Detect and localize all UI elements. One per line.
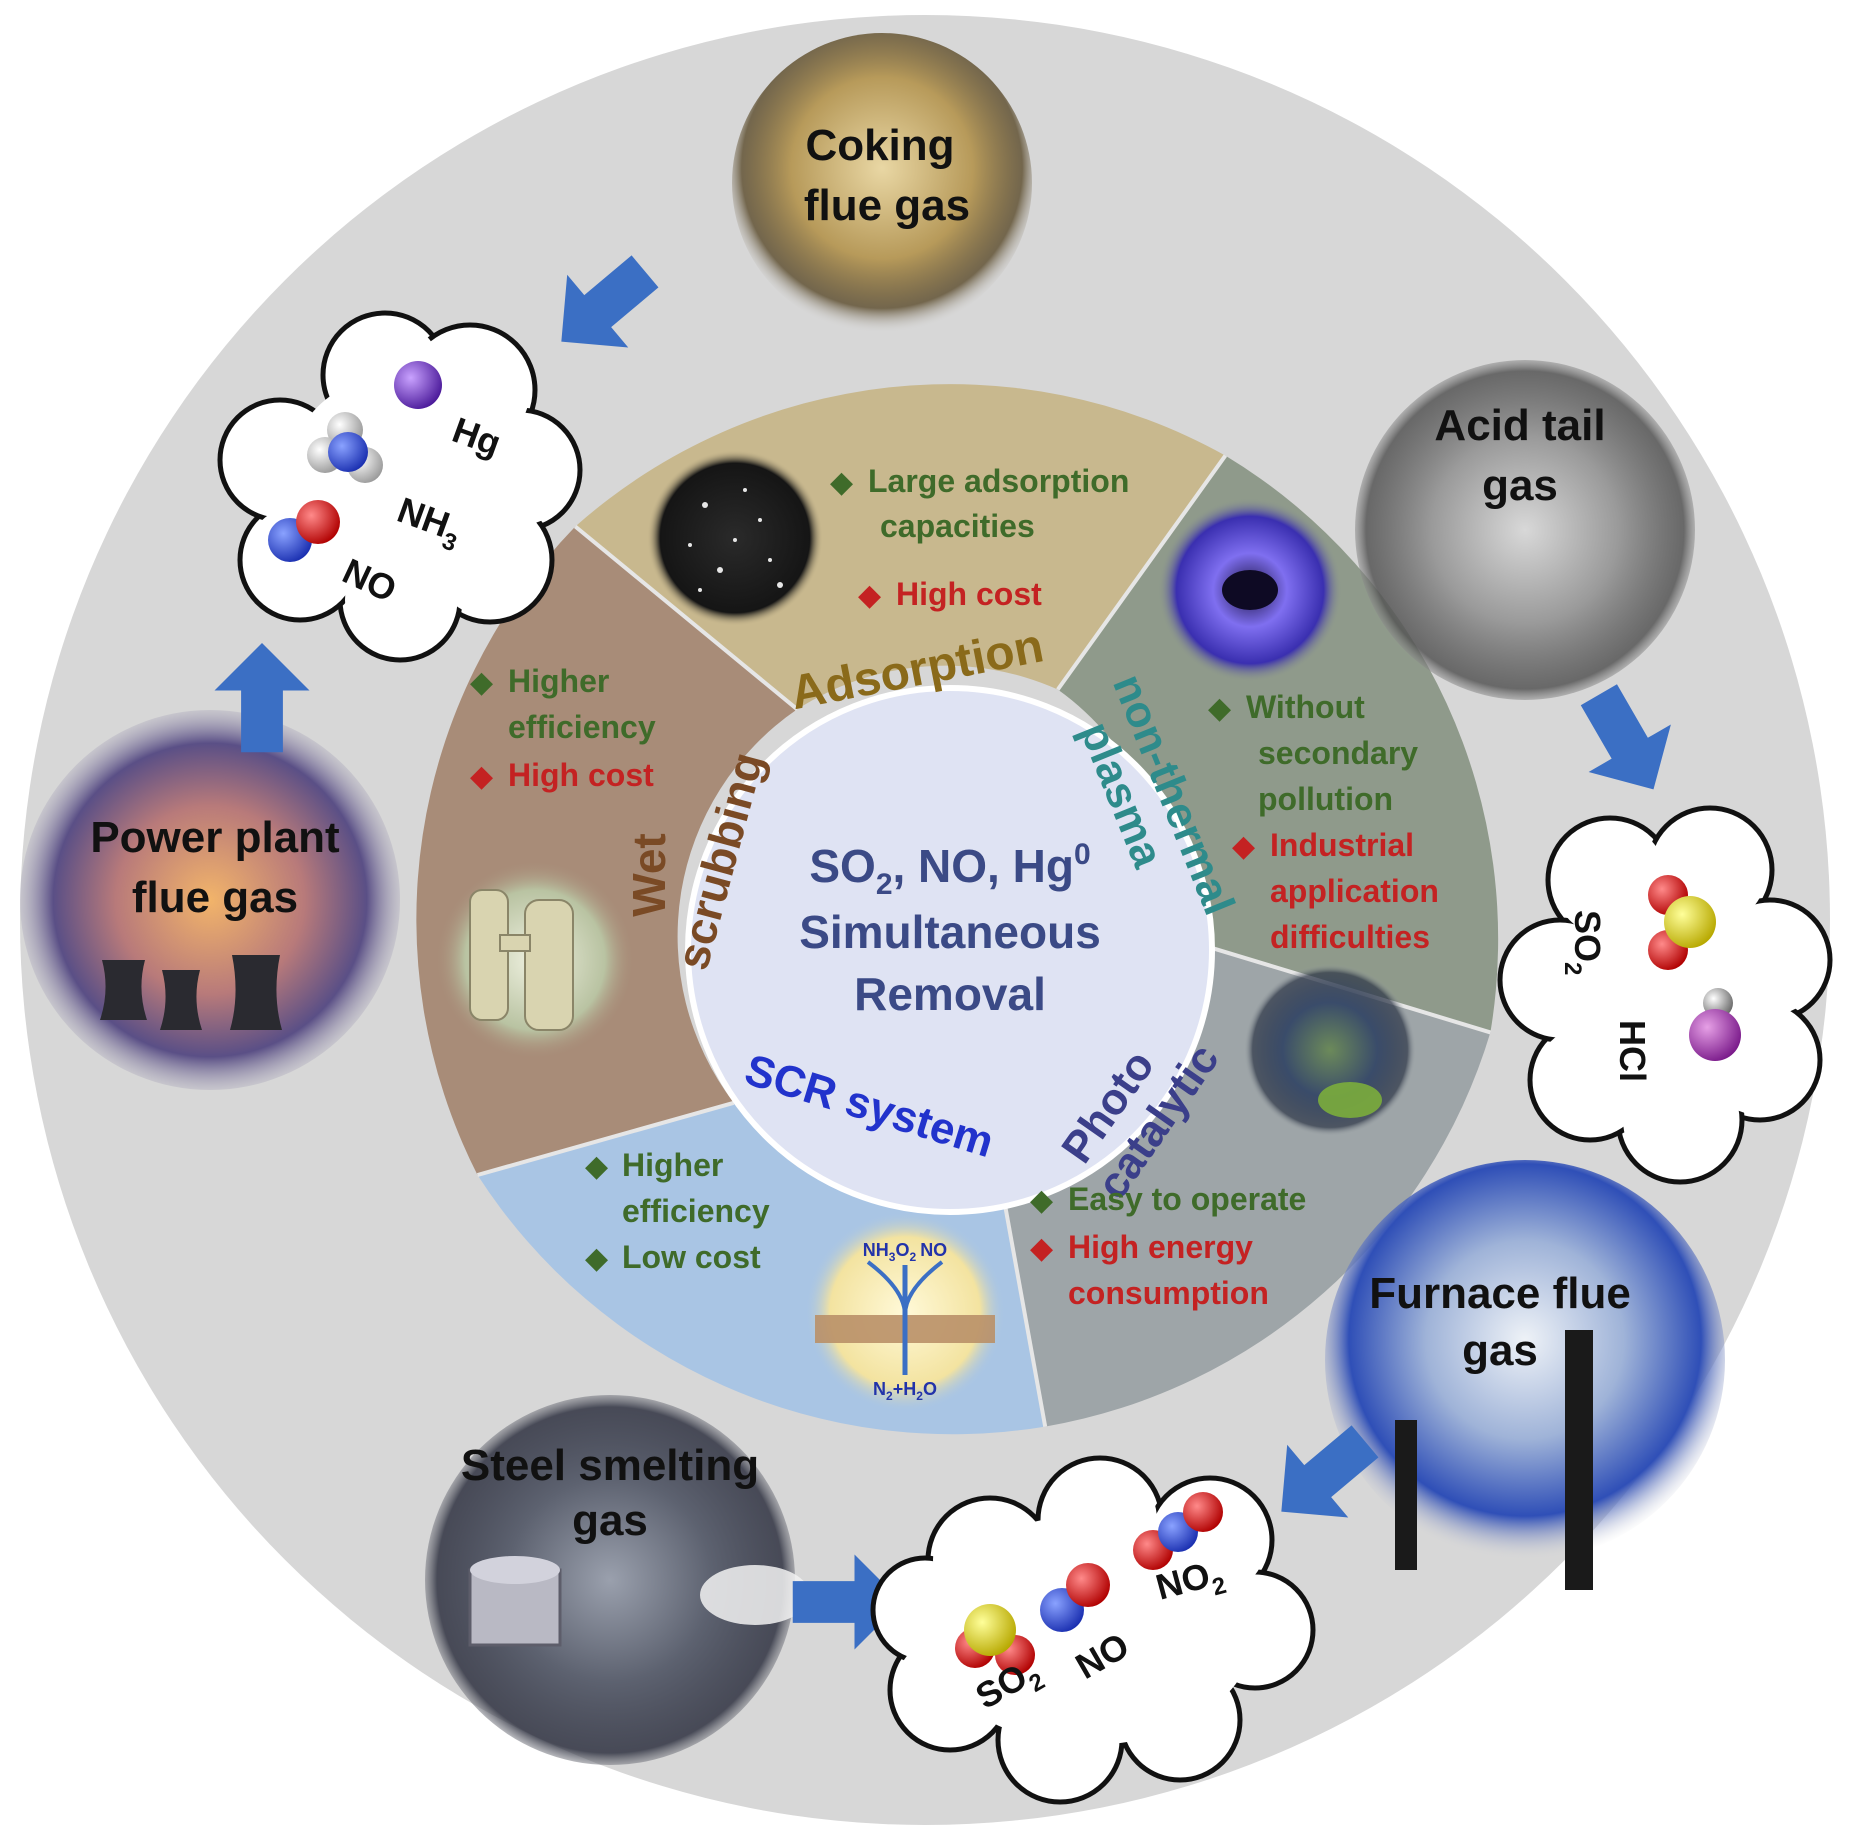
furnace-chimneys	[1395, 1330, 1593, 1590]
center-line-2: Simultaneous	[799, 906, 1101, 958]
svg-text:High energy: High energy	[1068, 1229, 1253, 1265]
svg-text:capacities: capacities	[880, 508, 1035, 544]
bullet-diamond-icon: ◆	[858, 579, 881, 612]
power-label-1: Power plant	[90, 813, 340, 862]
svg-text:pollution: pollution	[1258, 781, 1393, 817]
so2-molecule-icon	[1648, 875, 1716, 970]
bullet-diamond-icon: ◆	[585, 1242, 608, 1275]
photocatalytic-image-leaf	[1318, 1082, 1382, 1118]
coking-label-1: Coking	[805, 121, 954, 170]
acid-label-2: gas	[1482, 461, 1558, 510]
so2-bottom-molecule-icon	[955, 1604, 1035, 1675]
svg-text:efficiency: efficiency	[508, 709, 656, 745]
svg-text:Industrial: Industrial	[1270, 827, 1414, 863]
wet-pros: ◆ Higher efficiency	[470, 663, 656, 745]
center-line-3: Removal	[854, 968, 1046, 1020]
steel-gasholder	[468, 1556, 562, 1647]
steel-smelting-photo	[425, 1395, 795, 1765]
bullet-diamond-icon: ◆	[830, 466, 853, 499]
bullet-diamond-icon: ◆	[1208, 692, 1231, 725]
coking-label-2: flue gas	[804, 181, 970, 230]
so2-right-label: SO2	[1559, 910, 1608, 975]
steel-label-2: gas	[572, 1496, 648, 1545]
bullet-diamond-icon: ◆	[1030, 1232, 1053, 1265]
bullet-diamond-icon: ◆	[1030, 1184, 1053, 1217]
hcl-molecule-icon	[1689, 988, 1741, 1061]
center-circle	[685, 685, 1215, 1215]
steel-steam	[700, 1565, 810, 1625]
cloud-bottom: SO2 NO NO2	[870, 1455, 1316, 1805]
coking-photo	[732, 33, 1032, 333]
furnace-label-2: gas	[1462, 1326, 1538, 1375]
bullet-diamond-icon: ◆	[1232, 830, 1255, 863]
cloud-right: SO2 HCl	[1497, 805, 1833, 1185]
hcl-label: HCl	[1612, 1020, 1653, 1082]
svg-text:application: application	[1270, 873, 1439, 909]
svg-text:Higher: Higher	[508, 663, 609, 699]
svg-text:Large adsorption: Large adsorption	[868, 463, 1129, 499]
svg-text:secondary: secondary	[1258, 735, 1418, 771]
bullet-diamond-icon: ◆	[585, 1150, 608, 1183]
no-molecule-icon	[268, 500, 340, 562]
furnace-label-1: Furnace flue	[1369, 1269, 1631, 1318]
plasma-cons: ◆ Industrial application difficulties	[1232, 827, 1439, 955]
scr-flow-curves	[866, 1260, 944, 1316]
svg-text:efficiency: efficiency	[622, 1193, 770, 1229]
steel-label-1: Steel smelting	[461, 1441, 759, 1490]
svg-text:difficulties: difficulties	[1270, 919, 1430, 955]
nh3-molecule-icon	[307, 412, 383, 483]
furnace-photo	[1325, 1160, 1725, 1560]
adsorption-image-specks	[688, 488, 783, 592]
svg-text:Easy to operate: Easy to operate	[1068, 1181, 1306, 1217]
wet-label-1: Wet	[623, 833, 675, 917]
wet-scrubber-towers	[469, 889, 574, 1031]
hg-atom-icon	[394, 361, 442, 409]
svg-text:consumption: consumption	[1068, 1275, 1269, 1311]
scr-inset-bottom: N2+H2O	[873, 1379, 937, 1403]
scr-pros: ◆ Higher efficiency ◆ Low cost	[585, 1147, 770, 1275]
power-label-2: flue gas	[132, 873, 298, 922]
bullet-diamond-icon: ◆	[470, 666, 493, 699]
photocatalytic-pros: ◆ Easy to operate	[1030, 1181, 1306, 1217]
adsorption-cons: ◆ High cost	[858, 576, 1042, 612]
svg-text:High cost: High cost	[896, 576, 1042, 612]
no-bottom-molecule-icon	[1040, 1563, 1110, 1632]
svg-text:Without: Without	[1246, 689, 1365, 725]
plasma-image-core	[1222, 570, 1278, 610]
svg-text:Higher: Higher	[622, 1147, 723, 1183]
bullet-diamond-icon: ◆	[470, 760, 493, 793]
no2-molecule-icon	[1133, 1492, 1223, 1570]
cloud-top-left: Hg NH3 NO	[217, 310, 583, 663]
center-line-1: SO2, NO, Hg0	[809, 838, 1090, 901]
wet-cons: ◆ High cost	[470, 757, 654, 793]
acid-tail-photo	[1355, 360, 1695, 700]
adsorption-pros: ◆ Large adsorption capacities	[830, 463, 1129, 544]
cooling-towers	[100, 955, 282, 1030]
svg-text:Low cost: Low cost	[622, 1239, 761, 1275]
plasma-pros: ◆ Without secondary pollution	[1208, 689, 1418, 817]
acid-label-1: Acid tail	[1434, 401, 1605, 450]
svg-text:High cost: High cost	[508, 757, 654, 793]
photocatalytic-cons: ◆ High energy consumption	[1030, 1229, 1269, 1311]
